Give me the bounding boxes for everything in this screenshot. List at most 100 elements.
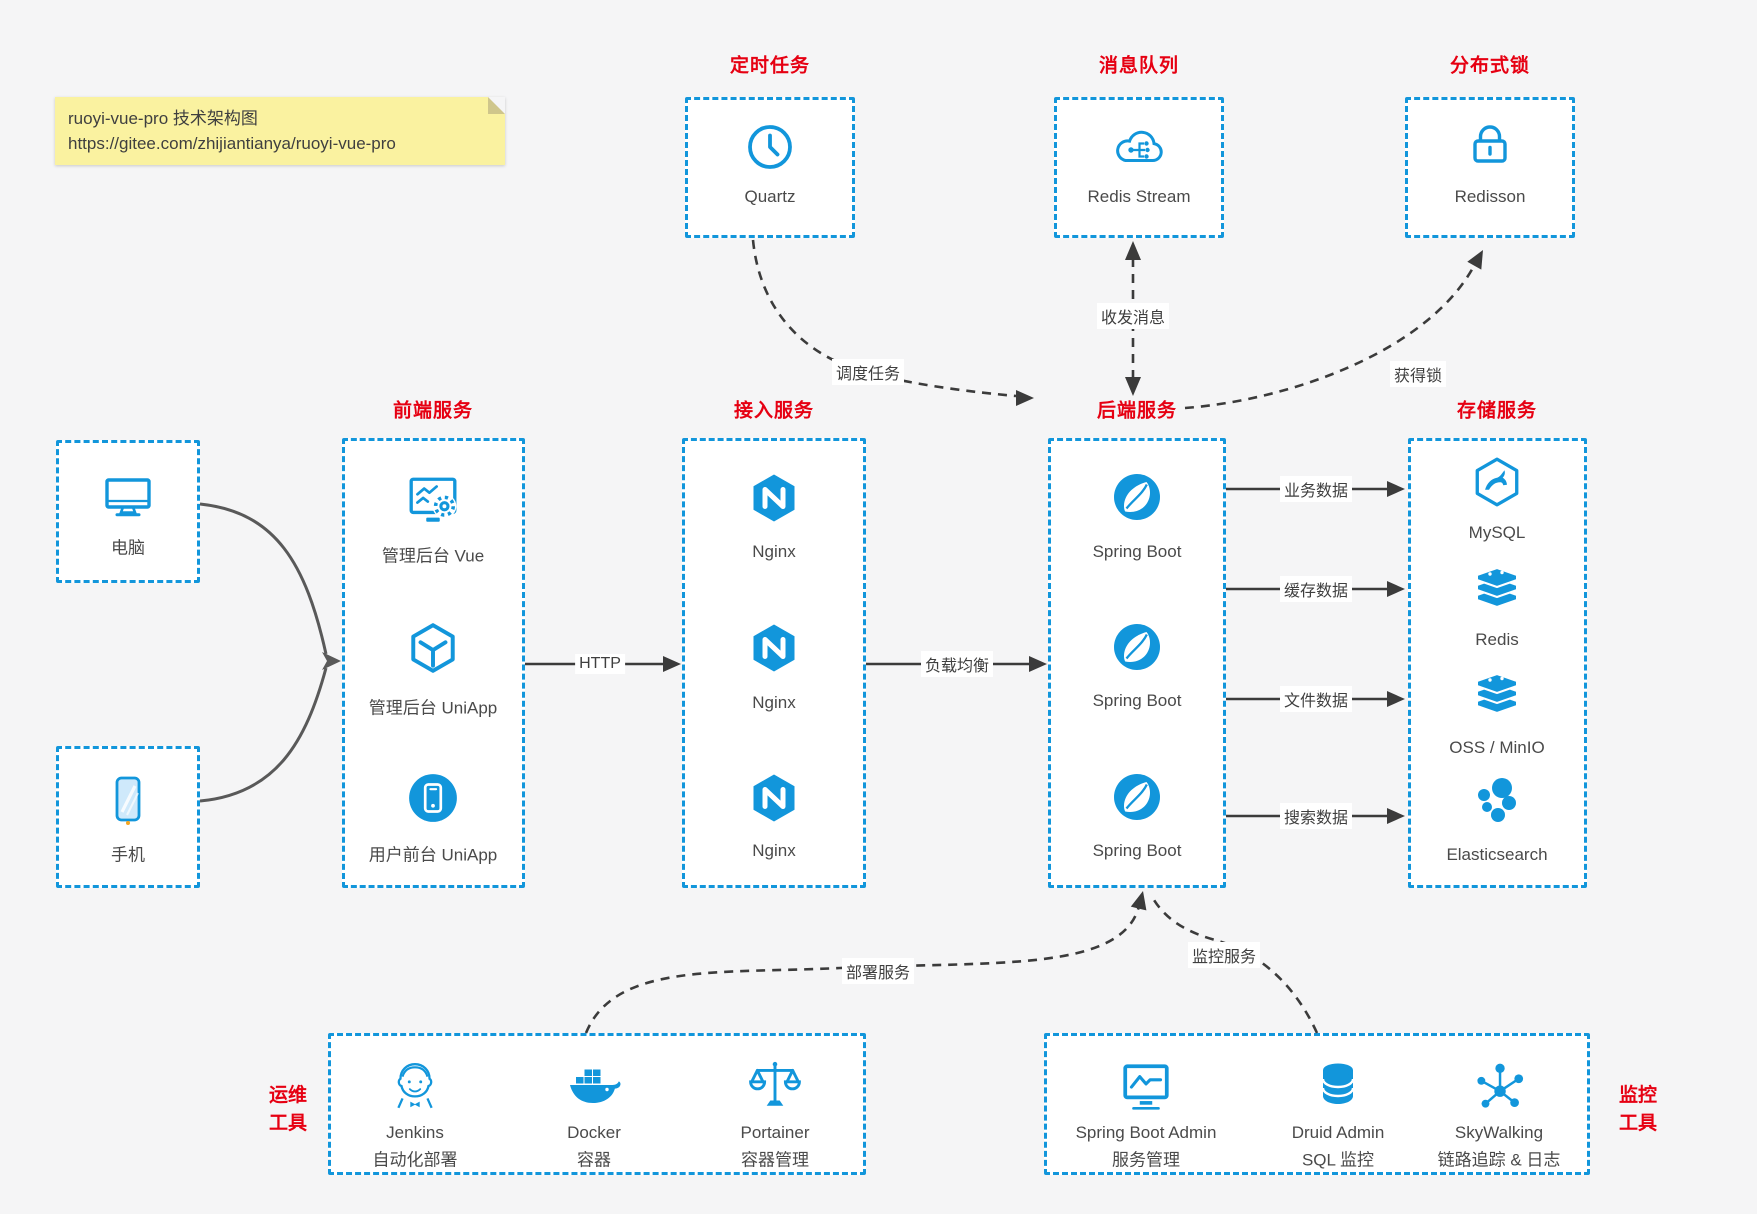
spring-boot-admin-icon bbox=[1123, 1064, 1169, 1110]
docker-icon bbox=[570, 1069, 621, 1103]
nginx-label-3: Nginx bbox=[752, 841, 796, 860]
spring-boot-node-1 bbox=[1111, 471, 1163, 523]
group-title-backend: 后端服务 bbox=[1096, 400, 1178, 422]
group-title-access: 接入服务 bbox=[733, 400, 815, 422]
jenkins-name: Jenkins bbox=[386, 1123, 444, 1142]
edge-label-file-data: 文件数据 bbox=[1279, 686, 1353, 712]
portainer-name: Portainer bbox=[740, 1123, 810, 1142]
edge-label-search-data: 搜索数据 bbox=[1279, 803, 1353, 829]
skywalking-icon bbox=[1477, 1063, 1524, 1108]
clock-icon bbox=[748, 125, 792, 169]
pc-client-label: 电脑 bbox=[111, 538, 145, 558]
elasticsearch-label: Elasticsearch bbox=[1446, 845, 1548, 864]
desktop-icon bbox=[105, 478, 151, 517]
group-title-storage: 存储服务 bbox=[1456, 400, 1538, 422]
edge-label-cache-data: 缓存数据 bbox=[1279, 576, 1353, 602]
user-uniapp-node bbox=[406, 771, 460, 825]
edge-label-load-balance: 负载均衡 bbox=[920, 651, 994, 677]
edge-label-business-data: 业务数据 bbox=[1279, 476, 1353, 502]
redis-stream-node bbox=[1110, 124, 1168, 170]
nginx-label-1: Nginx bbox=[752, 542, 796, 561]
spring-boot-label-3: Spring Boot bbox=[1092, 841, 1182, 860]
group-title-distributed-lock: 分布式锁 bbox=[1449, 55, 1531, 77]
note-url: https://gitee.com/zhijiantianya/ruoyi-vu… bbox=[68, 134, 396, 153]
spring-boot-label-2: Spring Boot bbox=[1092, 691, 1182, 710]
redisson-label: Redisson bbox=[1454, 187, 1526, 206]
admin-uniapp-node bbox=[406, 621, 460, 675]
spring-boot-admin-node bbox=[1119, 1061, 1173, 1111]
note-title: ruoyi-vue-pro 技术架构图 bbox=[68, 109, 258, 128]
admin-uniapp-label: 管理后台 UniApp bbox=[368, 698, 498, 718]
phone-client-label: 手机 bbox=[111, 845, 145, 865]
edge-label-acquire-lock: 获得锁 bbox=[1389, 361, 1447, 387]
skywalking-name: SkyWalking bbox=[1454, 1123, 1544, 1142]
edge-label-monitor-service: 监控服务 bbox=[1187, 942, 1261, 968]
mysql-node bbox=[1470, 455, 1524, 509]
redisson-box bbox=[1405, 97, 1575, 238]
spring-boot-icon bbox=[1114, 624, 1160, 670]
spring-boot-icon bbox=[1114, 474, 1160, 520]
nginx-node-1 bbox=[748, 472, 800, 524]
spring-boot-admin-desc: 服务管理 bbox=[1112, 1150, 1180, 1170]
redis-icon bbox=[1476, 567, 1518, 608]
user-uniapp-label: 用户前台 UniApp bbox=[368, 845, 498, 865]
spring-boot-node-2 bbox=[1111, 621, 1163, 673]
user-mobile-icon bbox=[409, 774, 457, 822]
nginx-node-2 bbox=[748, 622, 800, 674]
elasticsearch-icon bbox=[1478, 778, 1516, 822]
lock-icon bbox=[1473, 125, 1507, 163]
sticky-note: ruoyi-vue-pro 技术架构图 https://gitee.com/zh… bbox=[55, 97, 505, 165]
edge-label-deploy-service: 部署服务 bbox=[841, 958, 915, 984]
druid-desc: SQL 监控 bbox=[1301, 1150, 1375, 1170]
redis-node bbox=[1469, 562, 1525, 614]
nginx-node-3 bbox=[748, 772, 800, 824]
oss-minio-node bbox=[1469, 668, 1525, 720]
skywalking-node bbox=[1472, 1059, 1526, 1113]
jenkins-node bbox=[388, 1059, 442, 1113]
monitor-tools-side-label: 监控 工具 bbox=[1618, 1085, 1658, 1134]
monitor-tools-box bbox=[1044, 1033, 1590, 1175]
skywalking-desc: 链路追踪 & 日志 bbox=[1437, 1150, 1561, 1170]
group-title-scheduled-tasks: 定时任务 bbox=[729, 55, 811, 77]
group-title-frontend: 前端服务 bbox=[392, 400, 474, 422]
mysql-label: MySQL bbox=[1468, 523, 1526, 542]
nginx-icon bbox=[753, 624, 795, 672]
spring-boot-admin-name: Spring Boot Admin bbox=[1075, 1123, 1217, 1142]
edge-label-message: 收发消息 bbox=[1096, 303, 1170, 329]
redis-stream-label: Redis Stream bbox=[1087, 187, 1191, 206]
ops-tools-side-label: 运维 工具 bbox=[268, 1085, 308, 1134]
jenkins-desc: 自动化部署 bbox=[372, 1150, 458, 1170]
druid-name: Druid Admin bbox=[1291, 1123, 1385, 1142]
elasticsearch-node bbox=[1471, 774, 1523, 826]
cloud-stream-icon bbox=[1116, 130, 1163, 163]
nginx-label-2: Nginx bbox=[752, 693, 796, 712]
portainer-desc: 容器管理 bbox=[741, 1150, 809, 1170]
admin-vue-label: 管理后台 Vue bbox=[381, 546, 485, 566]
note-fold-corner bbox=[488, 97, 505, 114]
druid-icon bbox=[1321, 1063, 1355, 1104]
redis-stream-box bbox=[1054, 97, 1224, 238]
spring-boot-icon bbox=[1114, 774, 1160, 820]
redisson-node bbox=[1464, 120, 1516, 172]
smartphone-icon bbox=[115, 776, 141, 825]
nginx-icon bbox=[753, 474, 795, 522]
mysql-icon bbox=[1475, 457, 1519, 507]
docker-name: Docker bbox=[567, 1123, 621, 1142]
quartz-label: Quartz bbox=[744, 187, 796, 206]
oss-minio-label: OSS / MinIO bbox=[1449, 738, 1545, 757]
docker-node bbox=[566, 1062, 622, 1110]
spring-boot-node-3 bbox=[1111, 771, 1163, 823]
group-title-message-queue: 消息队列 bbox=[1098, 55, 1180, 77]
spring-boot-label-1: Spring Boot bbox=[1092, 542, 1182, 561]
jenkins-icon bbox=[397, 1063, 433, 1109]
pc-client-node bbox=[102, 474, 154, 520]
redis-label: Redis bbox=[1475, 630, 1519, 649]
quartz-node bbox=[744, 121, 796, 173]
edge-label-http: HTTP bbox=[575, 654, 625, 674]
nginx-icon bbox=[753, 774, 795, 822]
admin-vue-icon bbox=[409, 477, 457, 522]
oss-minio-icon bbox=[1476, 673, 1518, 714]
admin-vue-node bbox=[406, 473, 460, 527]
edge-label-schedule-task: 调度任务 bbox=[831, 359, 905, 385]
